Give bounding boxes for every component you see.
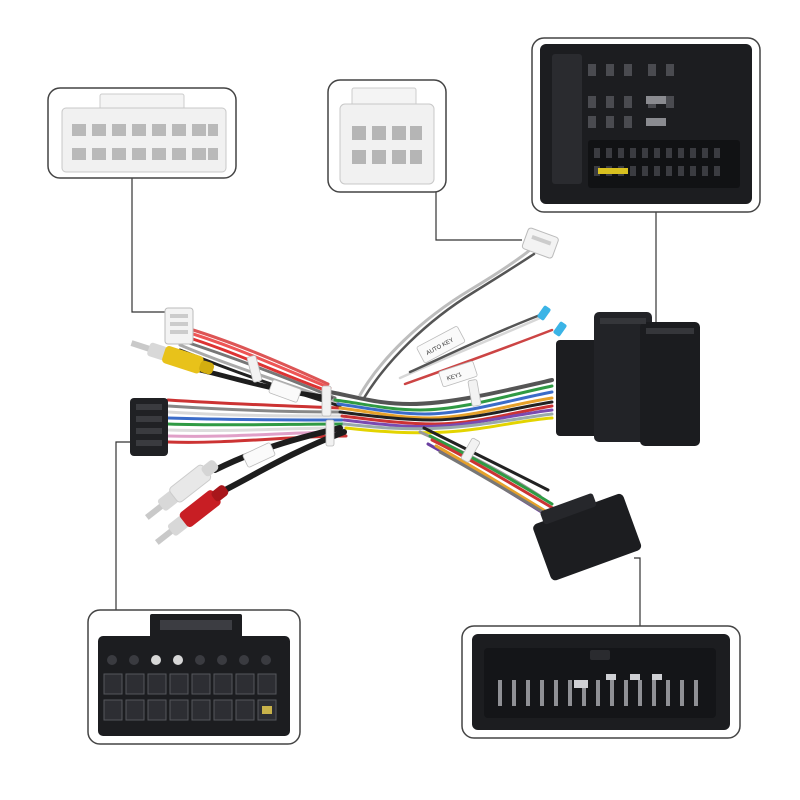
wire-tag-key1 xyxy=(438,360,478,388)
leader-line-black-16 xyxy=(115,441,132,610)
callout-white-16-pin xyxy=(47,87,237,179)
leader-line-white-16 xyxy=(131,178,170,313)
harness-white-16-pin-plug xyxy=(164,307,194,345)
white-8-pin-connector-closeup-icon xyxy=(339,87,435,185)
harness-rca-yellow xyxy=(130,340,215,375)
wire-tag-key1-text: KEY1 xyxy=(446,372,463,383)
leader-line-white-8 xyxy=(435,192,522,241)
harness-black-16-pin-plug xyxy=(130,398,168,456)
wire-tag-auto-key xyxy=(416,326,466,363)
harness-rca-red xyxy=(154,485,229,545)
black-16-pin-connector-closeup-icon xyxy=(98,614,290,736)
blue-terminal-tips xyxy=(537,305,567,337)
callout-black-16-pin xyxy=(87,609,301,745)
callout-black-multi-pin xyxy=(461,625,741,739)
wire-tags: AUTO KEY KEY1 xyxy=(242,326,478,468)
black-quadlock-connector-closeup-icon xyxy=(540,44,752,204)
harness-black-multi-pin-plug xyxy=(533,493,642,581)
cable-ties xyxy=(246,355,482,463)
callout-quadlock xyxy=(531,37,761,213)
harness-quadlock-connector xyxy=(556,312,700,446)
leader-lines xyxy=(115,178,657,626)
black-multi-pin-connector-closeup-icon xyxy=(472,634,730,730)
leader-line-black-multi xyxy=(634,557,641,626)
harness-white-8-pin-plug xyxy=(521,227,559,259)
callout-white-8-pin xyxy=(327,79,447,193)
harness-rca-white xyxy=(144,460,219,520)
white-16-pin-connector-closeup-icon xyxy=(61,93,227,173)
